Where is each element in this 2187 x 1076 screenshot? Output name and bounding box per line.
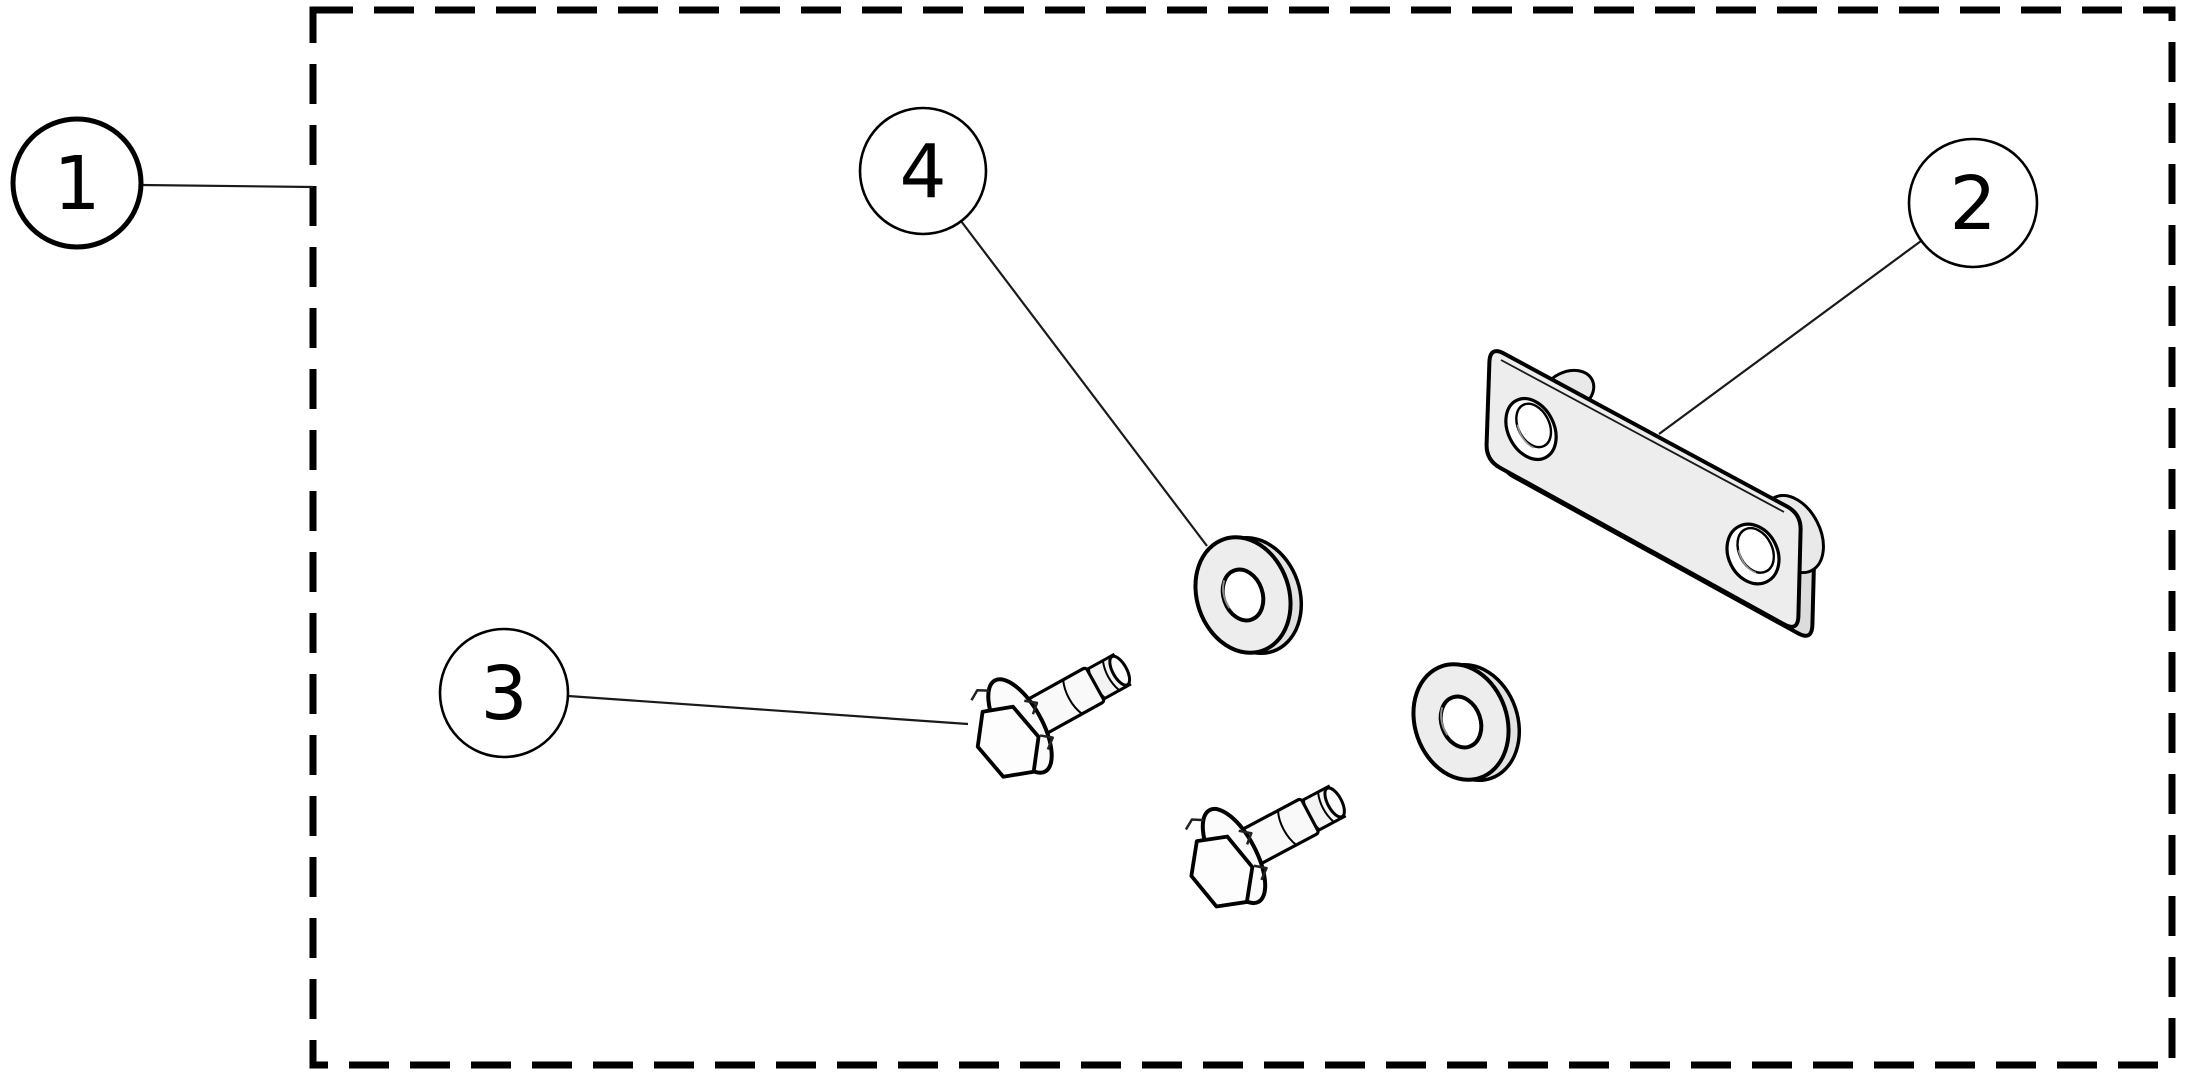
plate-top-chamfer-line bbox=[1500, 359, 1785, 513]
assembly-boundary-box bbox=[309, 6, 2176, 1069]
plate-hole-left bbox=[1504, 397, 1558, 461]
callout-4-label: 4 bbox=[899, 129, 946, 215]
leader-line-4 bbox=[960, 220, 1208, 547]
bolt-part-1 bbox=[951, 619, 1154, 797]
plate-hole-right bbox=[1725, 522, 1781, 586]
leader-line-2 bbox=[1658, 240, 1922, 435]
washer-part-2 bbox=[1396, 645, 1537, 799]
callout-1: 1 bbox=[10, 116, 144, 250]
callout-2-label: 2 bbox=[1949, 161, 1996, 247]
callout-4-circle bbox=[858, 106, 988, 236]
callout-3-circle bbox=[438, 627, 570, 759]
bolt-part-2 bbox=[1168, 753, 1365, 924]
leader-line-3 bbox=[567, 694, 969, 726]
callout-4: 4 bbox=[858, 106, 988, 236]
callout-3-label: 3 bbox=[480, 651, 527, 737]
leader-line-1 bbox=[140, 183, 314, 189]
callout-2-circle bbox=[1907, 137, 2039, 269]
callout-1-circle bbox=[10, 116, 144, 250]
callout-1-label: 1 bbox=[53, 141, 100, 227]
washer-part-1 bbox=[1178, 518, 1319, 672]
plate-part bbox=[1484, 349, 1825, 638]
callout-3: 3 bbox=[438, 627, 570, 759]
callout-2: 2 bbox=[1907, 137, 2039, 269]
